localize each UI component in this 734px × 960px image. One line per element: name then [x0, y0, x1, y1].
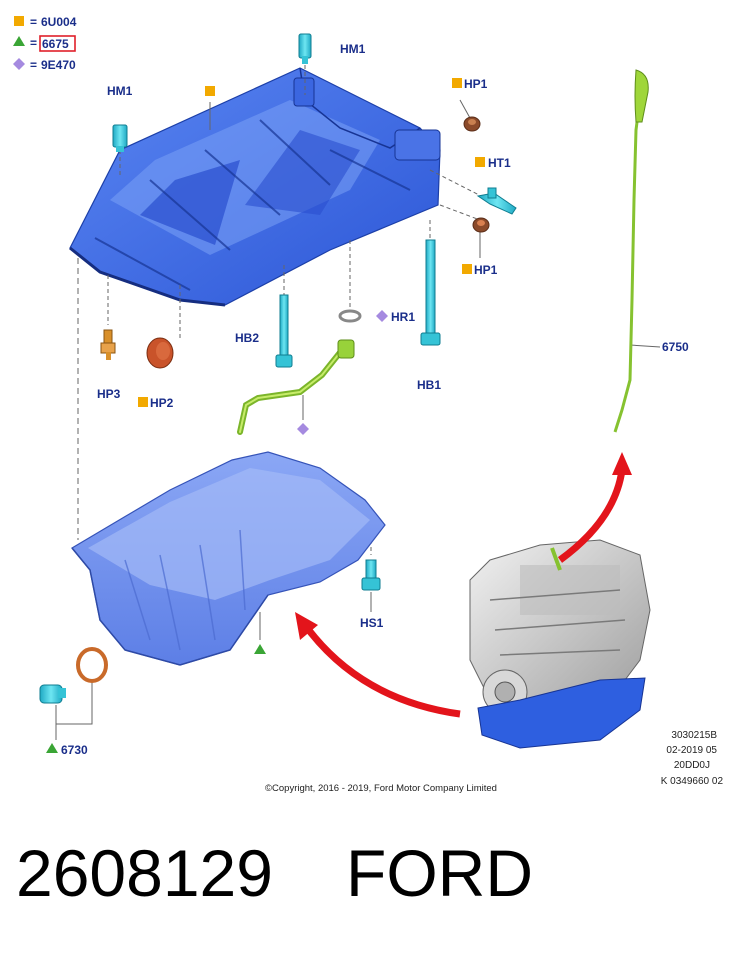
- square-icon: [475, 157, 485, 167]
- drain-plug-6730: [39, 647, 108, 704]
- brand-name: FORD: [346, 836, 533, 910]
- bolt-hb2: [275, 294, 293, 368]
- copyright-notice: ©Copyright, 2016 - 2019, Ford Motor Comp…: [265, 783, 497, 794]
- plug-hp1-bottom: [472, 217, 490, 233]
- diamond-icon: [13, 58, 25, 70]
- legend-code: 9E470: [41, 58, 76, 72]
- legend-sep: =: [30, 58, 37, 72]
- label-hp1-top: HP1: [464, 77, 488, 91]
- diamond-icon: [376, 310, 388, 322]
- sensor-hp3: [100, 329, 116, 360]
- label-6730: 6730: [61, 743, 88, 757]
- arrow-to-dipstick: [557, 452, 632, 563]
- label-hb1: HB1: [417, 378, 441, 392]
- drawing-code: 3030215B: [671, 730, 717, 741]
- plug-hp2: [146, 337, 174, 369]
- drawing-code: 02-2019 05: [666, 745, 717, 756]
- triangle-icon: [13, 36, 25, 46]
- legend-sep: =: [30, 15, 37, 29]
- upper-oil-pan: [69, 67, 441, 307]
- legend-code: 6U004: [41, 15, 77, 29]
- square-icon: [462, 264, 472, 274]
- legend: = 6U004 = 6675 = 9E470: [13, 15, 77, 72]
- square-icon: [14, 16, 24, 26]
- arrow-to-pan: [295, 612, 461, 718]
- legend-row-square: = 6U004: [14, 15, 77, 29]
- legend-row-triangle: = 6675: [13, 35, 76, 52]
- dipstick-tube: [237, 339, 355, 435]
- label-hp3: HP3: [97, 387, 121, 401]
- square-icon: [452, 78, 462, 88]
- triangle-icon: [46, 743, 58, 753]
- legend-sep: =: [30, 36, 37, 50]
- label-hr1: HR1: [391, 310, 415, 324]
- bolt-hs1: [361, 559, 381, 591]
- label-ht1: HT1: [488, 156, 511, 170]
- part-number: 2608129: [16, 836, 273, 910]
- legend-row-diamond: = 9E470: [13, 58, 76, 72]
- drawing-codes: 3030215B 02-2019 05 20DD0J K 0349660 02: [661, 730, 724, 787]
- sensor-ht1: [476, 187, 517, 215]
- label-hm1-top: HM1: [340, 42, 366, 56]
- square-icon: [138, 397, 148, 407]
- lower-oil-pan: [71, 451, 386, 666]
- bolt-hm1-top: [298, 33, 312, 64]
- label-hs1: HS1: [360, 616, 384, 630]
- triangle-icon: [254, 644, 266, 654]
- label-hb2: HB2: [235, 331, 259, 345]
- label-6750: 6750: [662, 340, 689, 354]
- square-icon: [205, 86, 215, 96]
- highlight-box: [39, 35, 76, 52]
- gasket-hr1: [338, 309, 362, 323]
- diamond-icon: [297, 423, 309, 435]
- drawing-code: 20DD0J: [674, 760, 710, 771]
- bolt-hb1: [420, 239, 441, 346]
- dipstick: [613, 69, 649, 433]
- engine-assembly: [469, 539, 651, 749]
- bolt-hm1-left: [112, 124, 128, 152]
- plug-hp1-top: [463, 116, 481, 132]
- label-hp2: HP2: [150, 396, 174, 410]
- label-hp1-bottom: HP1: [474, 263, 498, 277]
- label-hm1-left: HM1: [107, 84, 133, 98]
- leader-lines: [55, 58, 661, 740]
- legend-code: 6675: [42, 37, 69, 51]
- drawing-code: K 0349660 02: [661, 776, 724, 787]
